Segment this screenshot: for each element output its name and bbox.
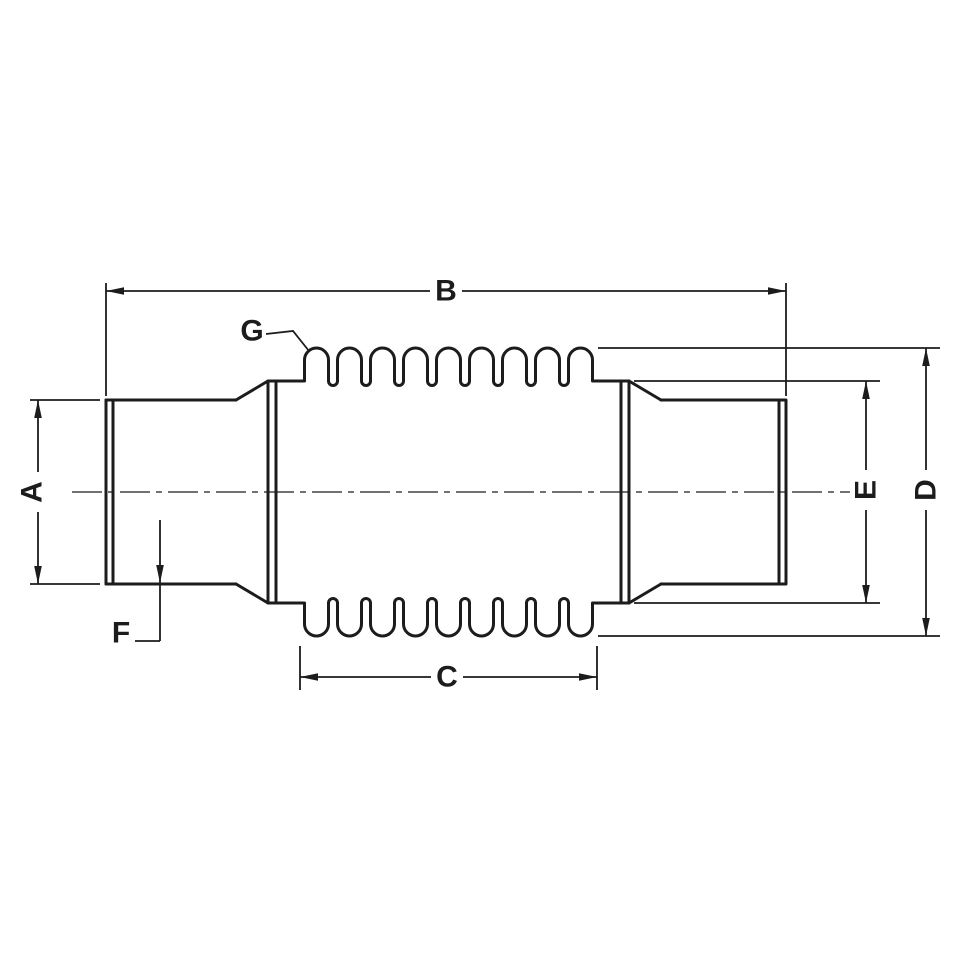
label-e: E <box>850 480 883 500</box>
right-pipe-body <box>659 398 788 586</box>
label-b: B <box>435 275 457 308</box>
label-g-leader <box>265 330 310 352</box>
label-c: C <box>436 661 458 694</box>
label-halos <box>16 273 942 695</box>
left-pipe-body <box>104 398 238 586</box>
label-b-halo <box>430 273 462 309</box>
left-cone-transition <box>234 379 270 605</box>
dimension-lines-group <box>30 283 940 690</box>
dimension-d-extension-lines <box>598 347 940 637</box>
label-d: D <box>910 479 943 501</box>
label-d-halo <box>910 470 942 510</box>
part-outline-group <box>104 346 788 638</box>
label-a: A <box>16 481 49 503</box>
right-cone-transition <box>627 379 663 605</box>
dimension-labels-group: B C A E D F G <box>16 275 943 694</box>
dimension-e-extension-lines <box>634 380 880 604</box>
dimension-c-extension-lines <box>299 646 598 690</box>
dimension-b-extension-lines <box>105 283 787 396</box>
label-c-halo <box>431 659 463 695</box>
label-g: G <box>240 315 263 348</box>
left-collar <box>266 379 302 605</box>
label-a-halo <box>16 472 48 512</box>
bellows-bottom-profile <box>298 597 599 638</box>
dimension-f-leader <box>135 583 161 642</box>
left-pipe-end-face <box>104 398 115 586</box>
label-e-halo <box>850 470 882 510</box>
bellows-top-profile <box>298 346 599 387</box>
right-collar <box>595 379 631 605</box>
label-f: F <box>112 617 130 650</box>
